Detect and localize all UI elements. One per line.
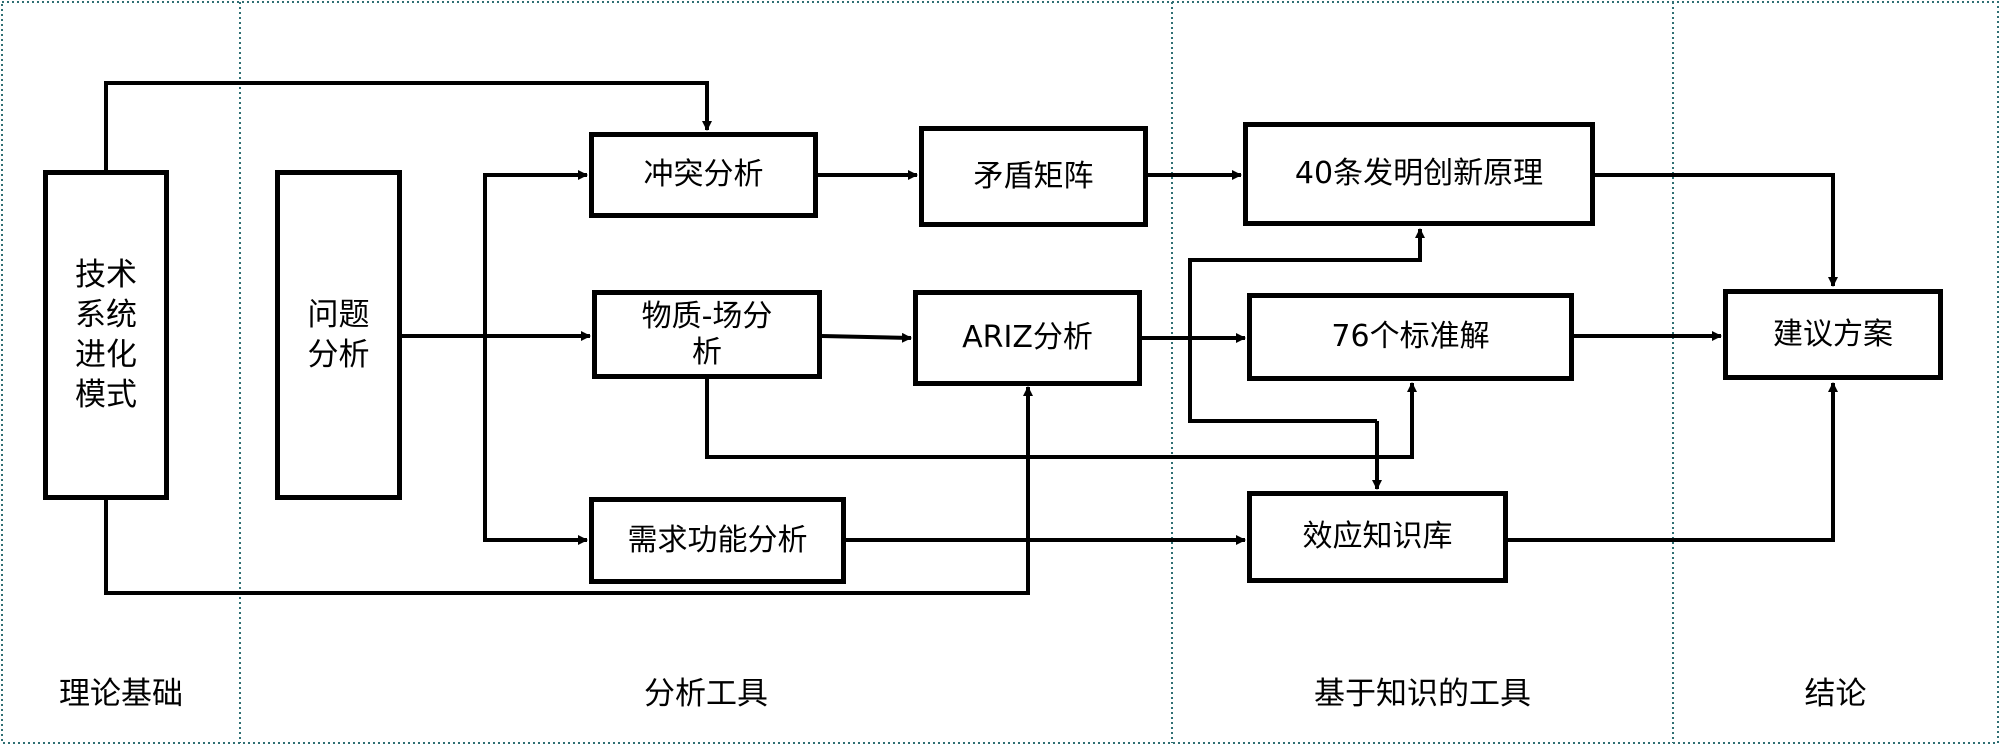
box-effects-knowledge-base: 效应知识库: [1247, 491, 1508, 583]
arrow-problem-to-demand: [483, 336, 588, 545]
column-label-knowledge-tools: 基于知识的工具: [1314, 675, 1531, 712]
box-76-standard-solutions: 76个标准解: [1247, 293, 1574, 381]
arrow-effects-to-suggestion: [1508, 382, 1838, 542]
arrow-loop-to-principles: [1188, 228, 1425, 423]
box-40-principles: 40条发明创新原理: [1243, 122, 1595, 226]
arrow-substance-field-to-standards: [705, 378, 1417, 459]
column-label-analysis-tools: 分析工具: [644, 675, 768, 712]
arrow-principles-to-suggestion: [1595, 173, 1838, 287]
column-label-conclusion: 结论: [1804, 675, 1867, 712]
box-substance-field-analysis: 物质-场分 析: [592, 290, 822, 379]
box-problem-analysis: 问题 分析: [275, 170, 402, 500]
box-contradiction-matrix: 矛盾矩阵: [919, 126, 1148, 227]
column-label-theory: 理论基础: [59, 675, 183, 712]
arrow-evolution-to-conflict: [104, 81, 712, 170]
box-conflict-analysis: 冲突分析: [589, 132, 818, 218]
arrow-evolution-to-ariz: [104, 386, 1033, 595]
arrow-problem-to-conflict: [483, 170, 588, 336]
box-suggested-solution: 建议方案: [1723, 289, 1943, 380]
box-ariz-analysis: ARIZ分析: [913, 290, 1142, 386]
box-evolution-patterns: 技术 系统 进化 模式: [43, 170, 169, 500]
arrow-substance-field-to-ariz: [821, 332, 912, 343]
box-demand-function-analysis: 需求功能分析: [589, 497, 846, 584]
